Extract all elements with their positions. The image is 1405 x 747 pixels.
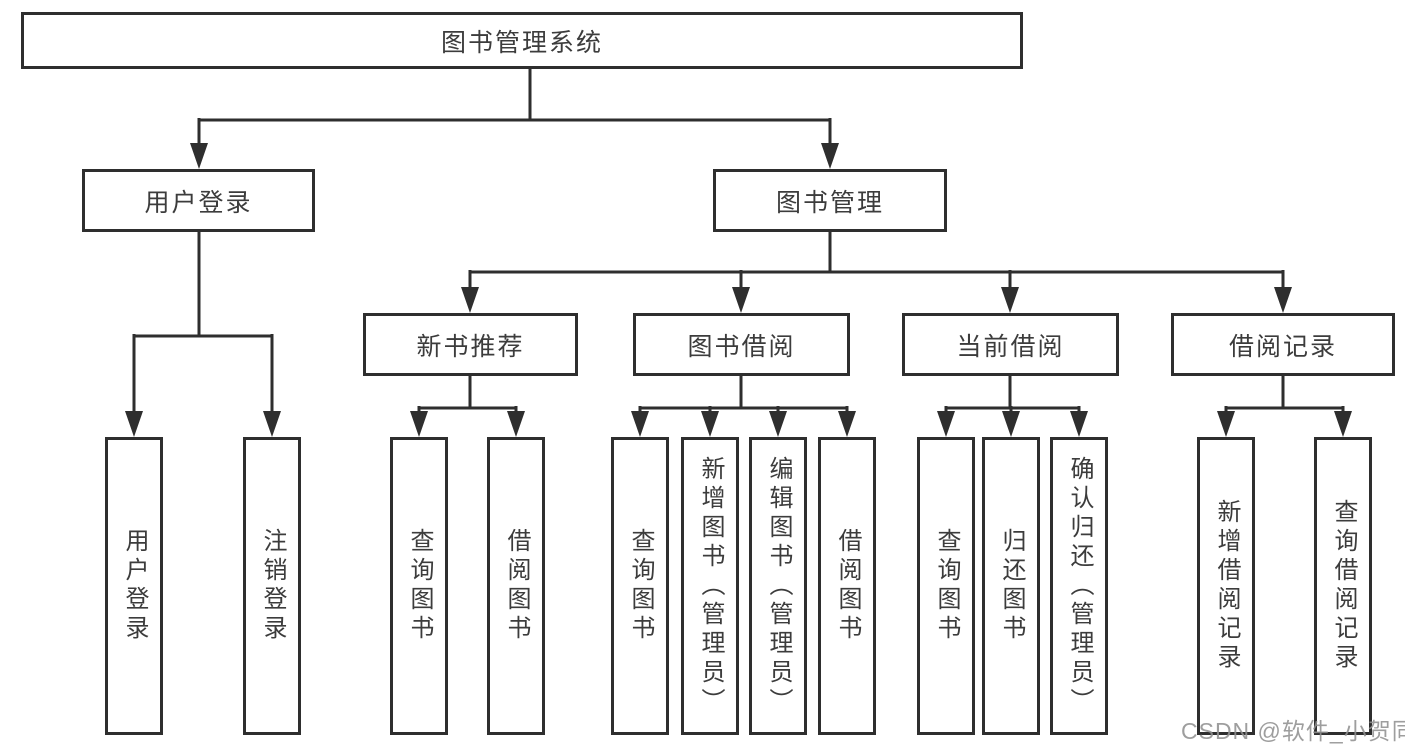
leaf-logout-label: 注销登录 — [259, 528, 286, 644]
leaf-confirm-return-admin-label: 确认归还（管理员） — [1066, 455, 1093, 717]
leaf-borrowing-borrow-books: 借阅图书 — [818, 437, 876, 735]
leaf-confirm-return-admin: 确认归还（管理员） — [1050, 437, 1108, 735]
leaf-current-query-books: 查询图书 — [917, 437, 975, 735]
leaf-newrec-query-books-label: 查询图书 — [406, 528, 433, 644]
node-book-management: 图书管理 — [713, 169, 947, 232]
leaf-query-borrow-record: 查询借阅记录 — [1314, 437, 1372, 735]
leaf-newrec-query-books: 查询图书 — [390, 437, 448, 735]
node-borrow-records-label: 借阅记录 — [1228, 332, 1337, 361]
leaf-return-books: 归还图书 — [982, 437, 1040, 735]
leaf-add-books-admin: 新增图书（管理员） — [681, 437, 739, 735]
node-new-book-recommend-label: 新书推荐 — [416, 332, 525, 361]
node-root-label: 图书管理系统 — [440, 28, 603, 57]
leaf-user-login-label: 用户登录 — [121, 528, 148, 644]
node-book-borrowing: 图书借阅 — [633, 313, 850, 376]
leaf-return-books-label: 归还图书 — [998, 528, 1025, 644]
leaf-user-login: 用户登录 — [105, 437, 163, 735]
node-user-login-label: 用户登录 — [144, 188, 253, 217]
node-new-book-recommend: 新书推荐 — [363, 313, 578, 376]
leaf-query-borrow-record-label: 查询借阅记录 — [1330, 499, 1357, 673]
leaf-add-books-admin-label: 新增图书（管理员） — [697, 455, 724, 717]
node-borrow-records: 借阅记录 — [1171, 313, 1395, 376]
leaf-newrec-borrow-books: 借阅图书 — [487, 437, 545, 735]
leaf-newrec-borrow-books-label: 借阅图书 — [503, 528, 530, 644]
leaf-add-borrow-record: 新增借阅记录 — [1197, 437, 1255, 735]
leaf-borrowing-query-books-label: 查询图书 — [627, 528, 654, 644]
node-book-borrowing-label: 图书借阅 — [687, 332, 796, 361]
node-user-login: 用户登录 — [82, 169, 315, 232]
leaf-add-borrow-record-label: 新增借阅记录 — [1213, 499, 1240, 673]
node-current-borrowing: 当前借阅 — [902, 313, 1119, 376]
leaf-current-query-books-label: 查询图书 — [933, 528, 960, 644]
leaf-borrowing-borrow-books-label: 借阅图书 — [834, 528, 861, 644]
leaf-edit-books-admin: 编辑图书（管理员） — [749, 437, 807, 735]
node-root: 图书管理系统 — [21, 12, 1023, 69]
leaf-logout: 注销登录 — [243, 437, 301, 735]
leaf-edit-books-admin-label: 编辑图书（管理员） — [765, 455, 792, 717]
node-current-borrowing-label: 当前借阅 — [956, 332, 1065, 361]
leaf-borrowing-query-books: 查询图书 — [611, 437, 669, 735]
node-book-management-label: 图书管理 — [775, 188, 884, 217]
csdn-watermark: CSDN @软件_小贺同学 — [1181, 718, 1405, 744]
